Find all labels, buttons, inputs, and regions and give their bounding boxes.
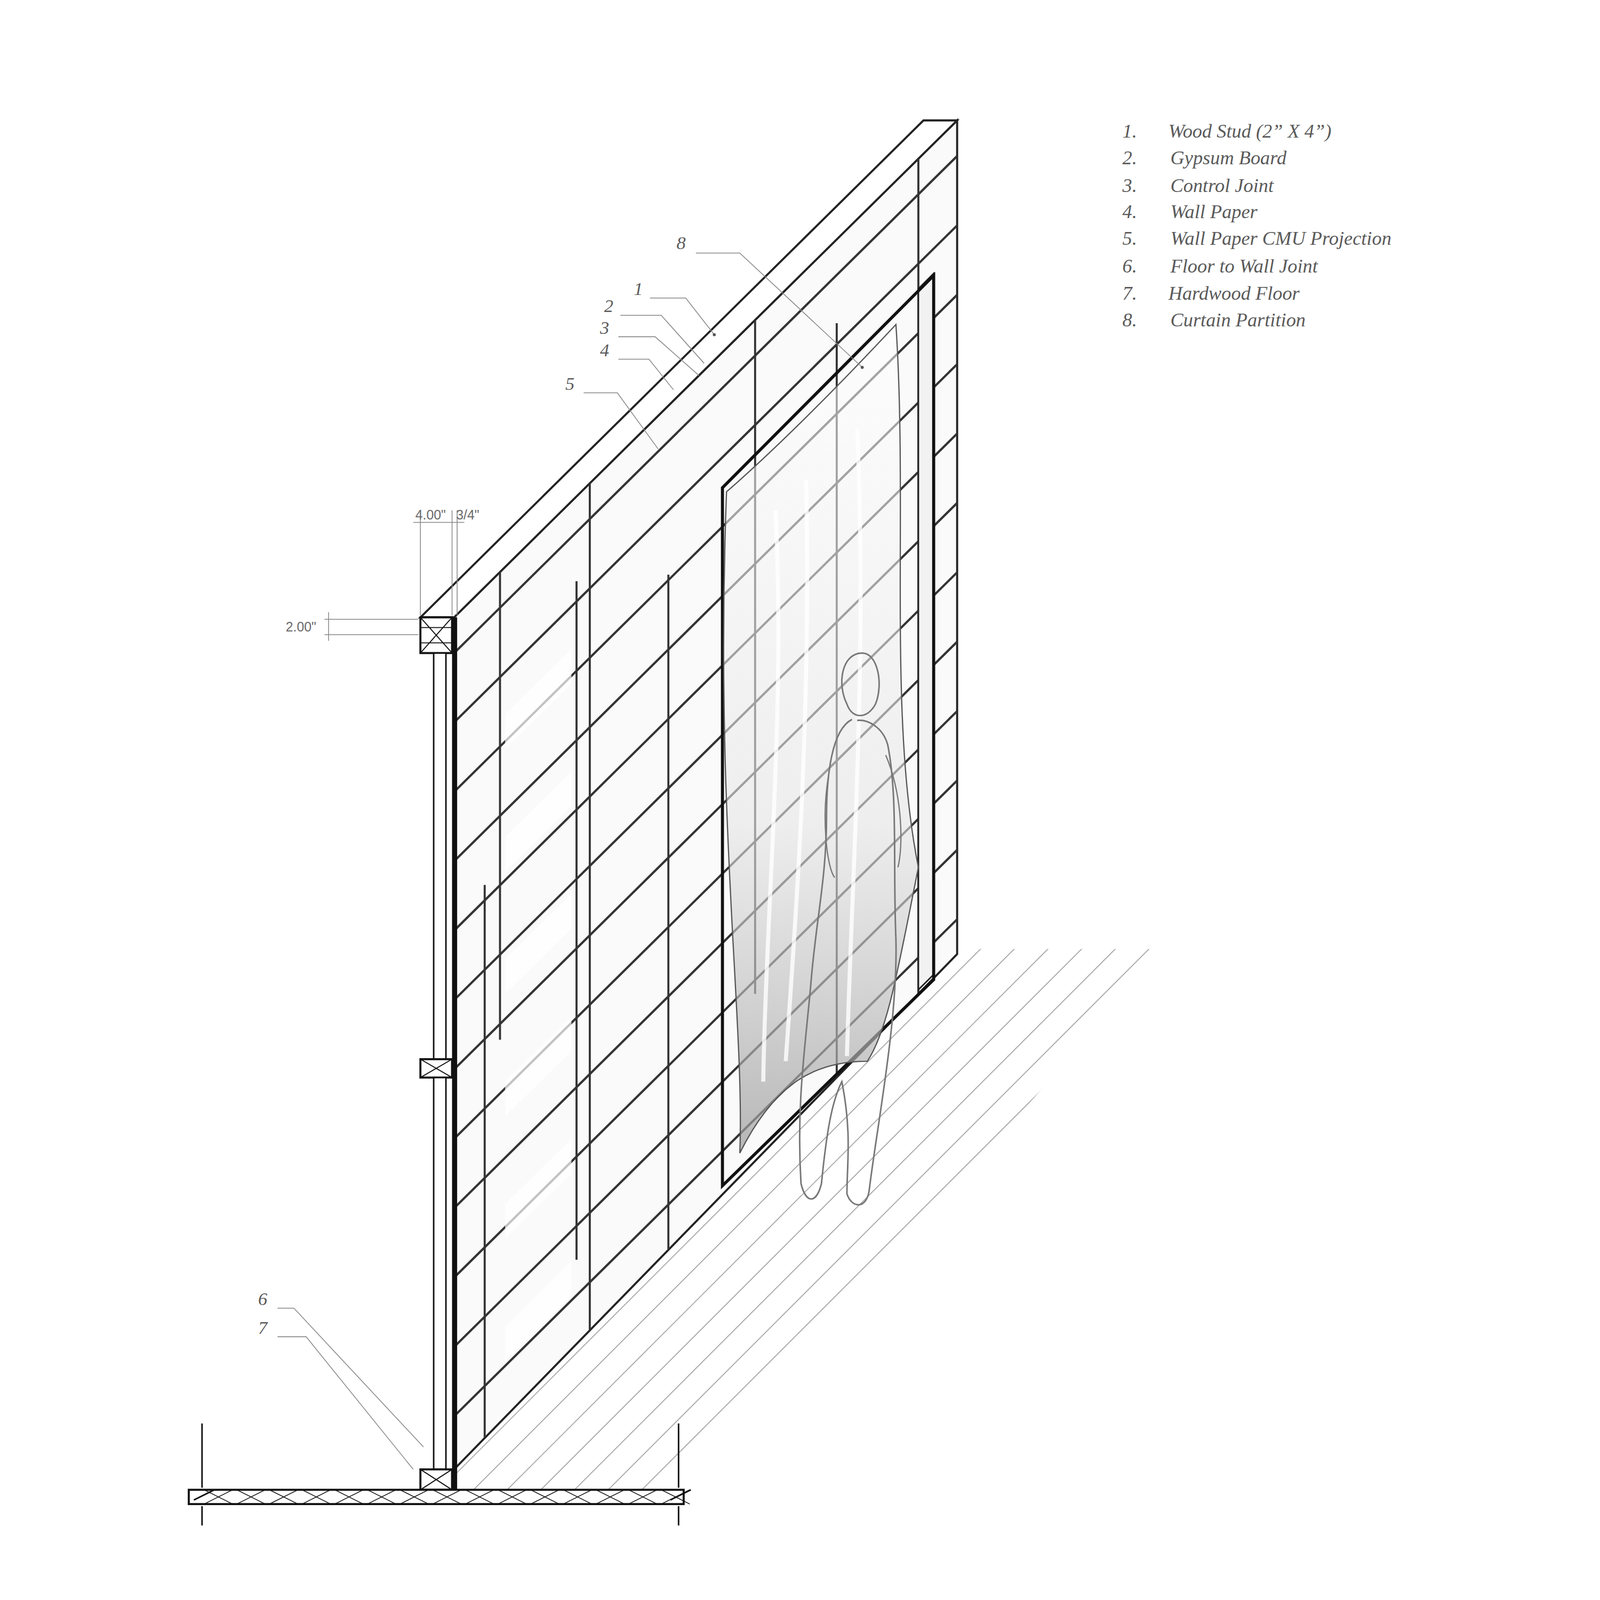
leader-lines <box>277 252 862 1470</box>
leader-line <box>618 358 674 390</box>
leader-line <box>696 252 863 367</box>
blocking-hatch <box>420 1059 452 1078</box>
legend-text: Control Joint <box>1170 175 1275 195</box>
height-dimension <box>324 612 419 642</box>
curtain-fabric <box>723 324 919 1154</box>
legend-number: 8. <box>1122 310 1138 330</box>
dimension-lines <box>324 510 464 642</box>
top-plate-hatch <box>420 617 452 654</box>
floor-cross-hatch <box>432 1489 462 1504</box>
callout-number: 1 <box>633 279 643 298</box>
head-joint <box>575 581 578 1260</box>
floor-cross-hatch <box>269 1489 299 1504</box>
legend-text: Hardwood Floor <box>1168 283 1300 303</box>
floor-cross-hatch <box>628 1489 658 1504</box>
stud-section <box>433 652 446 1061</box>
head-joint <box>499 571 502 1040</box>
legend-number: 1. <box>1122 121 1138 141</box>
callout-number: 2 <box>604 297 614 316</box>
legend-number: 5. <box>1122 228 1138 248</box>
leader-line <box>277 1308 424 1447</box>
callout-number: 3 <box>600 318 610 337</box>
leader-line <box>650 298 715 335</box>
cmu-highlight <box>505 1138 572 1239</box>
cmu-highlight <box>505 771 572 872</box>
legend-number: 6. <box>1122 256 1138 276</box>
callout-number: 5 <box>565 374 575 393</box>
legend-text: Wall Paper <box>1170 202 1258 222</box>
cmu-pattern <box>453 156 957 1439</box>
head-joint <box>667 574 670 1252</box>
floor-cross-hatch <box>530 1489 560 1504</box>
floor-cross-hatch <box>236 1489 266 1504</box>
callout-number: 4 <box>600 340 610 359</box>
wall-face <box>453 120 957 1470</box>
legend-number: 7. <box>1122 283 1138 303</box>
legend-text: Wall Paper CMU Projection <box>1170 228 1392 248</box>
leader-dot <box>860 365 864 370</box>
legend-text: Floor to Wall Joint <box>1170 256 1318 276</box>
callout-number: 8 <box>676 233 686 252</box>
floor-cross-hatch <box>301 1489 331 1504</box>
legend-number: 2. <box>1122 147 1138 167</box>
person-arms <box>825 755 901 878</box>
leader-line <box>277 1336 413 1470</box>
legend-number: 4. <box>1122 202 1138 222</box>
floor-cross-hatch <box>367 1489 397 1504</box>
bottom-plate-hatch <box>420 1469 452 1490</box>
curtain-fold <box>763 428 861 1082</box>
floor-cross-hatch <box>334 1489 364 1504</box>
top-plate <box>420 617 452 654</box>
floor-section <box>188 1489 684 1504</box>
gypsum-board-section <box>452 617 458 1491</box>
curtain-recess <box>918 273 934 990</box>
dimension-text: 2.00" <box>285 620 317 634</box>
legend-text: Wood Stud (2” X 4”) <box>1168 121 1332 141</box>
floor-cross-hatch <box>400 1489 429 1504</box>
floor-cross-hatch <box>595 1489 625 1504</box>
legend-text: Gypsum Board <box>1170 147 1287 167</box>
stud-section <box>433 1077 446 1470</box>
dimension-text: 3/4" <box>456 508 479 522</box>
curtain-frame <box>722 275 934 1187</box>
leader-line <box>583 393 659 450</box>
floor-section-hatch <box>204 1489 691 1504</box>
leader-dot <box>712 333 716 337</box>
cmu-highlight <box>505 1261 572 1362</box>
cmu-highlight <box>505 1016 572 1117</box>
width-dimension <box>413 510 465 616</box>
floor-cross-hatch <box>498 1489 527 1504</box>
head-joint <box>588 483 591 1331</box>
break-line <box>194 1423 692 1526</box>
blocking <box>420 1059 452 1078</box>
cmu-highlight <box>505 649 572 750</box>
floor-cross-hatch <box>465 1489 494 1504</box>
leader-line <box>618 336 699 376</box>
callout-number: 7 <box>258 1318 268 1337</box>
legend-number: 3. <box>1122 175 1138 195</box>
person-sketch <box>799 652 896 1205</box>
bottom-plate <box>420 1469 452 1490</box>
callout-number: 6 <box>258 1289 268 1308</box>
leader-line <box>620 315 704 364</box>
head-joint <box>483 884 486 1438</box>
floor-cross-hatch <box>563 1489 592 1504</box>
dimension-text: 4.00" <box>415 508 446 522</box>
legend-text: Curtain Partition <box>1170 310 1307 330</box>
cmu-highlight <box>505 893 572 995</box>
